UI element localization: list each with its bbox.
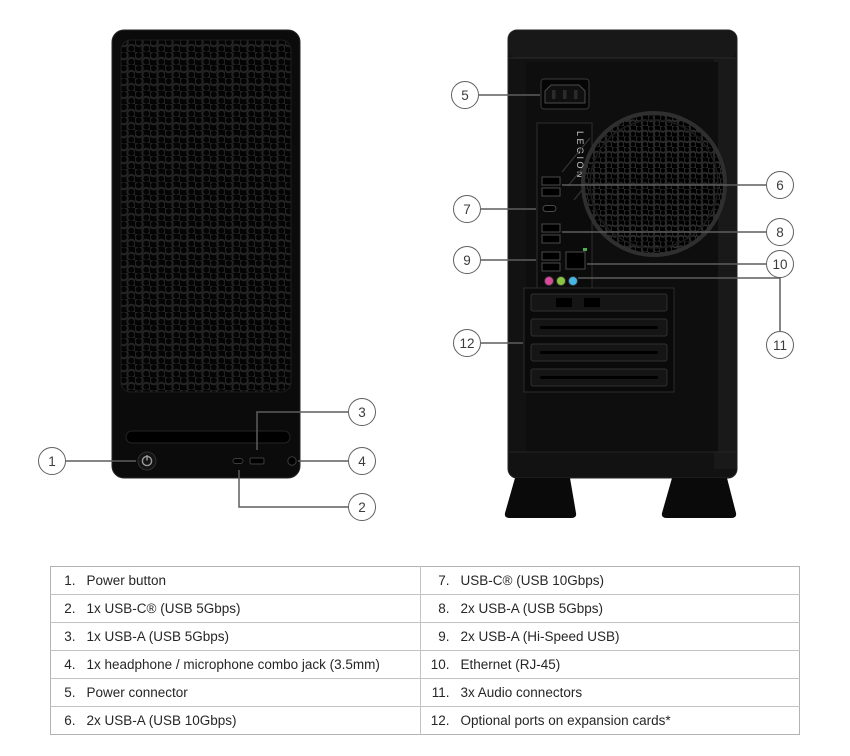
case-feet <box>504 478 737 518</box>
line-in-jack <box>568 276 578 286</box>
callout-line-3 <box>256 411 348 450</box>
ethernet-port <box>565 248 587 270</box>
device-diagram: LEGION <box>38 29 794 521</box>
mic-jack <box>544 276 554 286</box>
rear-usb-hs-ports <box>541 251 561 272</box>
item-number: 10. <box>420 650 455 679</box>
front-usb-c-port <box>232 458 244 464</box>
callout-line-2 <box>238 470 348 508</box>
front-tower <box>111 29 301 479</box>
item-number: 4. <box>50 650 81 679</box>
rear-usb-10g-ports <box>541 176 561 197</box>
front-groove <box>125 430 291 444</box>
item-label: 1x headphone / microphone combo jack (3.… <box>80 650 421 679</box>
callout-7: 7 <box>453 195 481 223</box>
headphone-jack <box>287 456 297 466</box>
rear-tower: LEGION <box>504 29 738 518</box>
item-label: 2x USB-A (USB 5Gbps) <box>454 594 800 623</box>
item-label: Power connector <box>80 678 421 707</box>
table-row: 3. 1x USB-A (USB 5Gbps) 9. 2x USB-A (Hi-… <box>50 622 800 651</box>
item-number: 9. <box>420 622 455 651</box>
item-label: 2x USB-A (USB 10Gbps) <box>80 706 421 735</box>
item-label: 2x USB-A (Hi-Speed USB) <box>454 622 800 651</box>
item-number: 8. <box>420 594 455 623</box>
callout-5: 5 <box>451 81 479 109</box>
rear-usb-c-port <box>542 205 557 212</box>
item-number: 5. <box>50 678 81 707</box>
item-number: 6. <box>50 706 81 735</box>
callout-line-11 <box>578 277 781 331</box>
callout-10: 10 <box>766 250 794 278</box>
io-panel: LEGION <box>536 122 593 291</box>
legion-logo: LEGION <box>575 131 585 180</box>
item-label: 3x Audio connectors <box>454 678 800 707</box>
item-number: 1. <box>64 573 76 588</box>
item-label: 1x USB-C® (USB 5Gbps) <box>80 594 421 623</box>
item-label: USB-C® (USB 10Gbps) <box>460 573 604 588</box>
item-number: 3. <box>50 622 81 651</box>
callout-4: 4 <box>348 447 376 475</box>
table-row: 4. 1x headphone / microphone combo jack … <box>50 650 800 679</box>
callout-6: 6 <box>766 171 794 199</box>
item-number: 11. <box>420 678 455 707</box>
item-label: Ethernet (RJ-45) <box>454 650 800 679</box>
rear-top-panel <box>509 31 736 58</box>
ports-table: 1. Power button 7. USB-C® (USB 10Gbps) 2… <box>50 566 800 735</box>
front-mesh-panel <box>120 39 292 393</box>
fan-grille <box>581 111 727 257</box>
item-label: 1x USB-A (USB 5Gbps) <box>80 622 421 651</box>
callout-lines <box>66 94 781 508</box>
table-row: 6. 2x USB-A (USB 10Gbps) 12. Optional po… <box>50 706 800 735</box>
item-number: 2. <box>50 594 81 623</box>
table-row: 5. Power connector 11. 3x Audio connecto… <box>50 678 800 707</box>
rear-usb-5g-ports <box>541 223 561 244</box>
power-connector <box>540 78 590 110</box>
item-label: Optional ports on expansion cards* <box>454 706 800 735</box>
item-label: Power button <box>86 573 167 588</box>
front-usb-a-port <box>249 457 265 465</box>
callout-9: 9 <box>453 246 481 274</box>
item-number: 7. <box>420 566 455 595</box>
callout-2: 2 <box>348 493 376 521</box>
expansion-slots <box>523 287 675 393</box>
callout-3: 3 <box>348 398 376 426</box>
callout-11: 11 <box>766 331 794 359</box>
device-illustration: LEGION <box>66 29 781 518</box>
callout-12: 12 <box>453 329 481 357</box>
item-number: 12. <box>420 706 455 735</box>
power-button <box>137 451 157 471</box>
callout-1: 1 <box>38 447 66 475</box>
ports-legend: 1. Power button 7. USB-C® (USB 10Gbps) 2… <box>50 566 800 735</box>
callout-8: 8 <box>766 218 794 246</box>
table-row: 2. 1x USB-C® (USB 5Gbps) 8. 2x USB-A (US… <box>50 594 800 623</box>
audio-jacks <box>544 276 578 286</box>
table-row: 1. Power button 7. USB-C® (USB 10Gbps) <box>51 566 800 595</box>
line-out-jack <box>556 276 566 286</box>
